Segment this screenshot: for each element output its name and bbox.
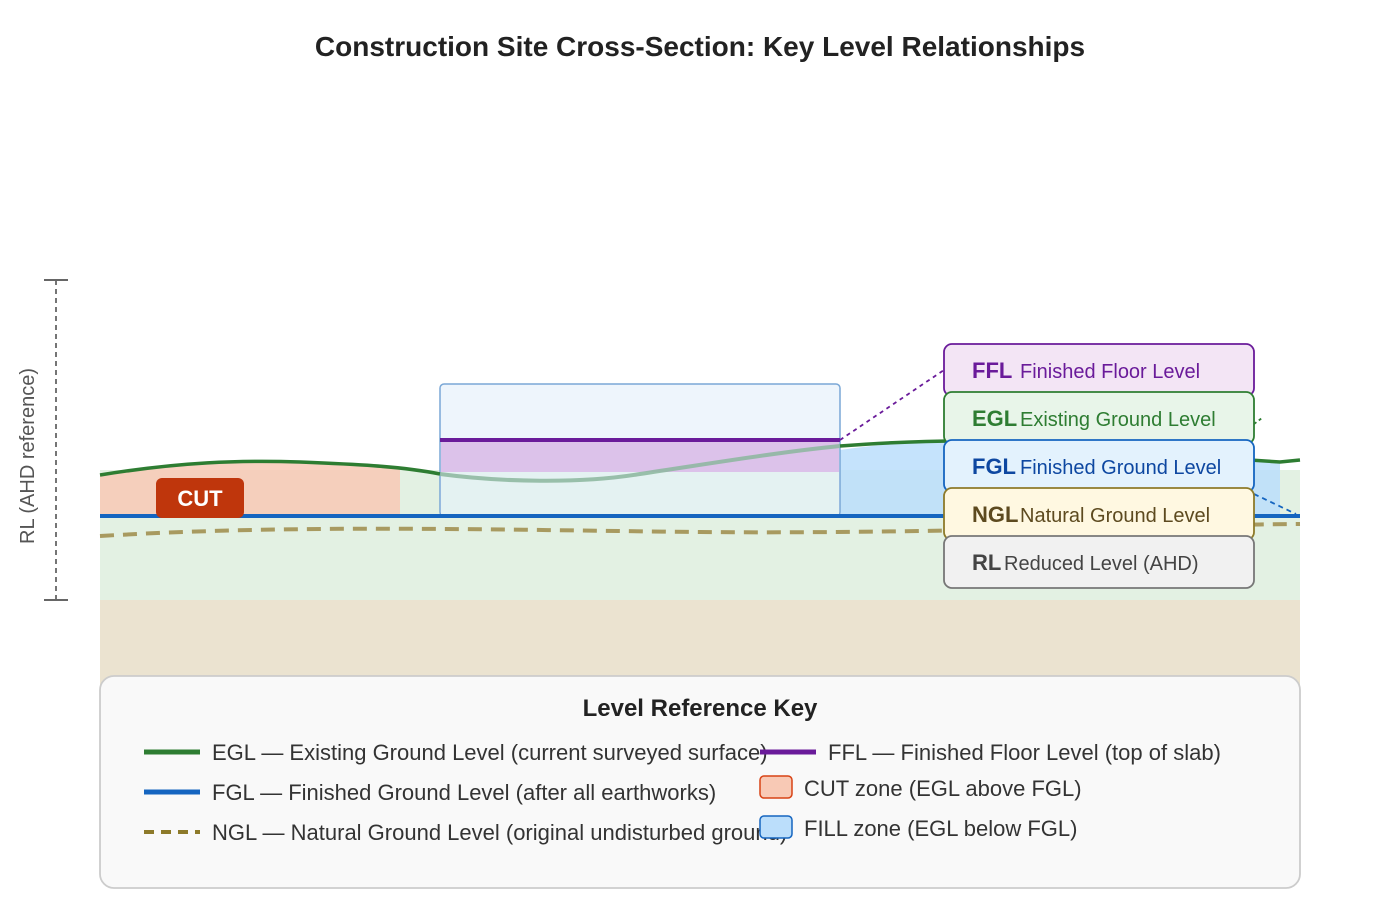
subsoil-band — [100, 600, 1300, 690]
callout-ngl: NGL Natural Ground Level — [943, 487, 1255, 541]
callout-ffl-abbr: FFL — [972, 358, 1012, 383]
egl-line-left — [99, 459, 441, 477]
cut-badge — [156, 478, 244, 518]
fgl-leader — [1253, 493, 1297, 515]
key-title: Level Reference Key — [583, 695, 818, 722]
egl-leader — [1253, 417, 1263, 425]
callout-fgl-abbr: FGL — [972, 454, 1016, 479]
ffl-leader — [839, 369, 945, 441]
callout-egl-abbr: EGL — [972, 406, 1017, 431]
callout-fgl-full: Finished Ground Level — [1020, 457, 1221, 479]
rl-axis-label: RL (AHD reference) — [17, 368, 39, 544]
diagram-title: Construction Site Cross-Section: Key Lev… — [315, 31, 1085, 62]
callout-rl: RL Reduced Level (AHD) — [943, 535, 1255, 589]
key-ffl-label: FFL — Finished Floor Level (top of slab) — [828, 740, 1221, 765]
key-fill-label: FILL zone (EGL below FGL) — [804, 816, 1078, 841]
cut-badge-label: CUT — [177, 486, 223, 511]
key-fgl-label: FGL — Finished Ground Level (after all e… — [212, 780, 716, 805]
callout-ffl: FFL Finished Floor Level — [943, 343, 1255, 397]
callout-ffl-full: Finished Floor Level — [1020, 361, 1200, 383]
key-fill-swatch — [759, 815, 793, 839]
callout-rl-full: Reduced Level (AHD) — [1004, 553, 1199, 575]
key-ngl-label: NGL — Natural Ground Level (original und… — [212, 820, 787, 845]
slab-band — [441, 440, 839, 472]
level-reference-key: Level Reference Key EGL — Existing Groun… — [99, 675, 1301, 889]
callout-ngl-full: Natural Ground Level — [1020, 505, 1210, 527]
callout-egl-full: Existing Ground Level — [1020, 409, 1216, 431]
key-cut-swatch — [759, 775, 793, 799]
callout-stack: FFL Finished Floor Level EGL Existing Gr… — [943, 343, 1255, 589]
ngl-line — [99, 522, 1301, 538]
callout-rl-abbr: RL — [972, 550, 1001, 575]
key-egl-label: EGL — Existing Ground Level (current sur… — [212, 740, 768, 765]
callout-fgl: FGL Finished Ground Level — [943, 439, 1255, 493]
egl-line-through-building — [439, 444, 841, 483]
rl-axis — [44, 279, 68, 601]
callout-egl: EGL Existing Ground Level — [943, 391, 1255, 445]
key-cut-label: CUT zone (EGL above FGL) — [804, 776, 1082, 801]
callout-ngl-abbr: NGL — [972, 502, 1018, 527]
